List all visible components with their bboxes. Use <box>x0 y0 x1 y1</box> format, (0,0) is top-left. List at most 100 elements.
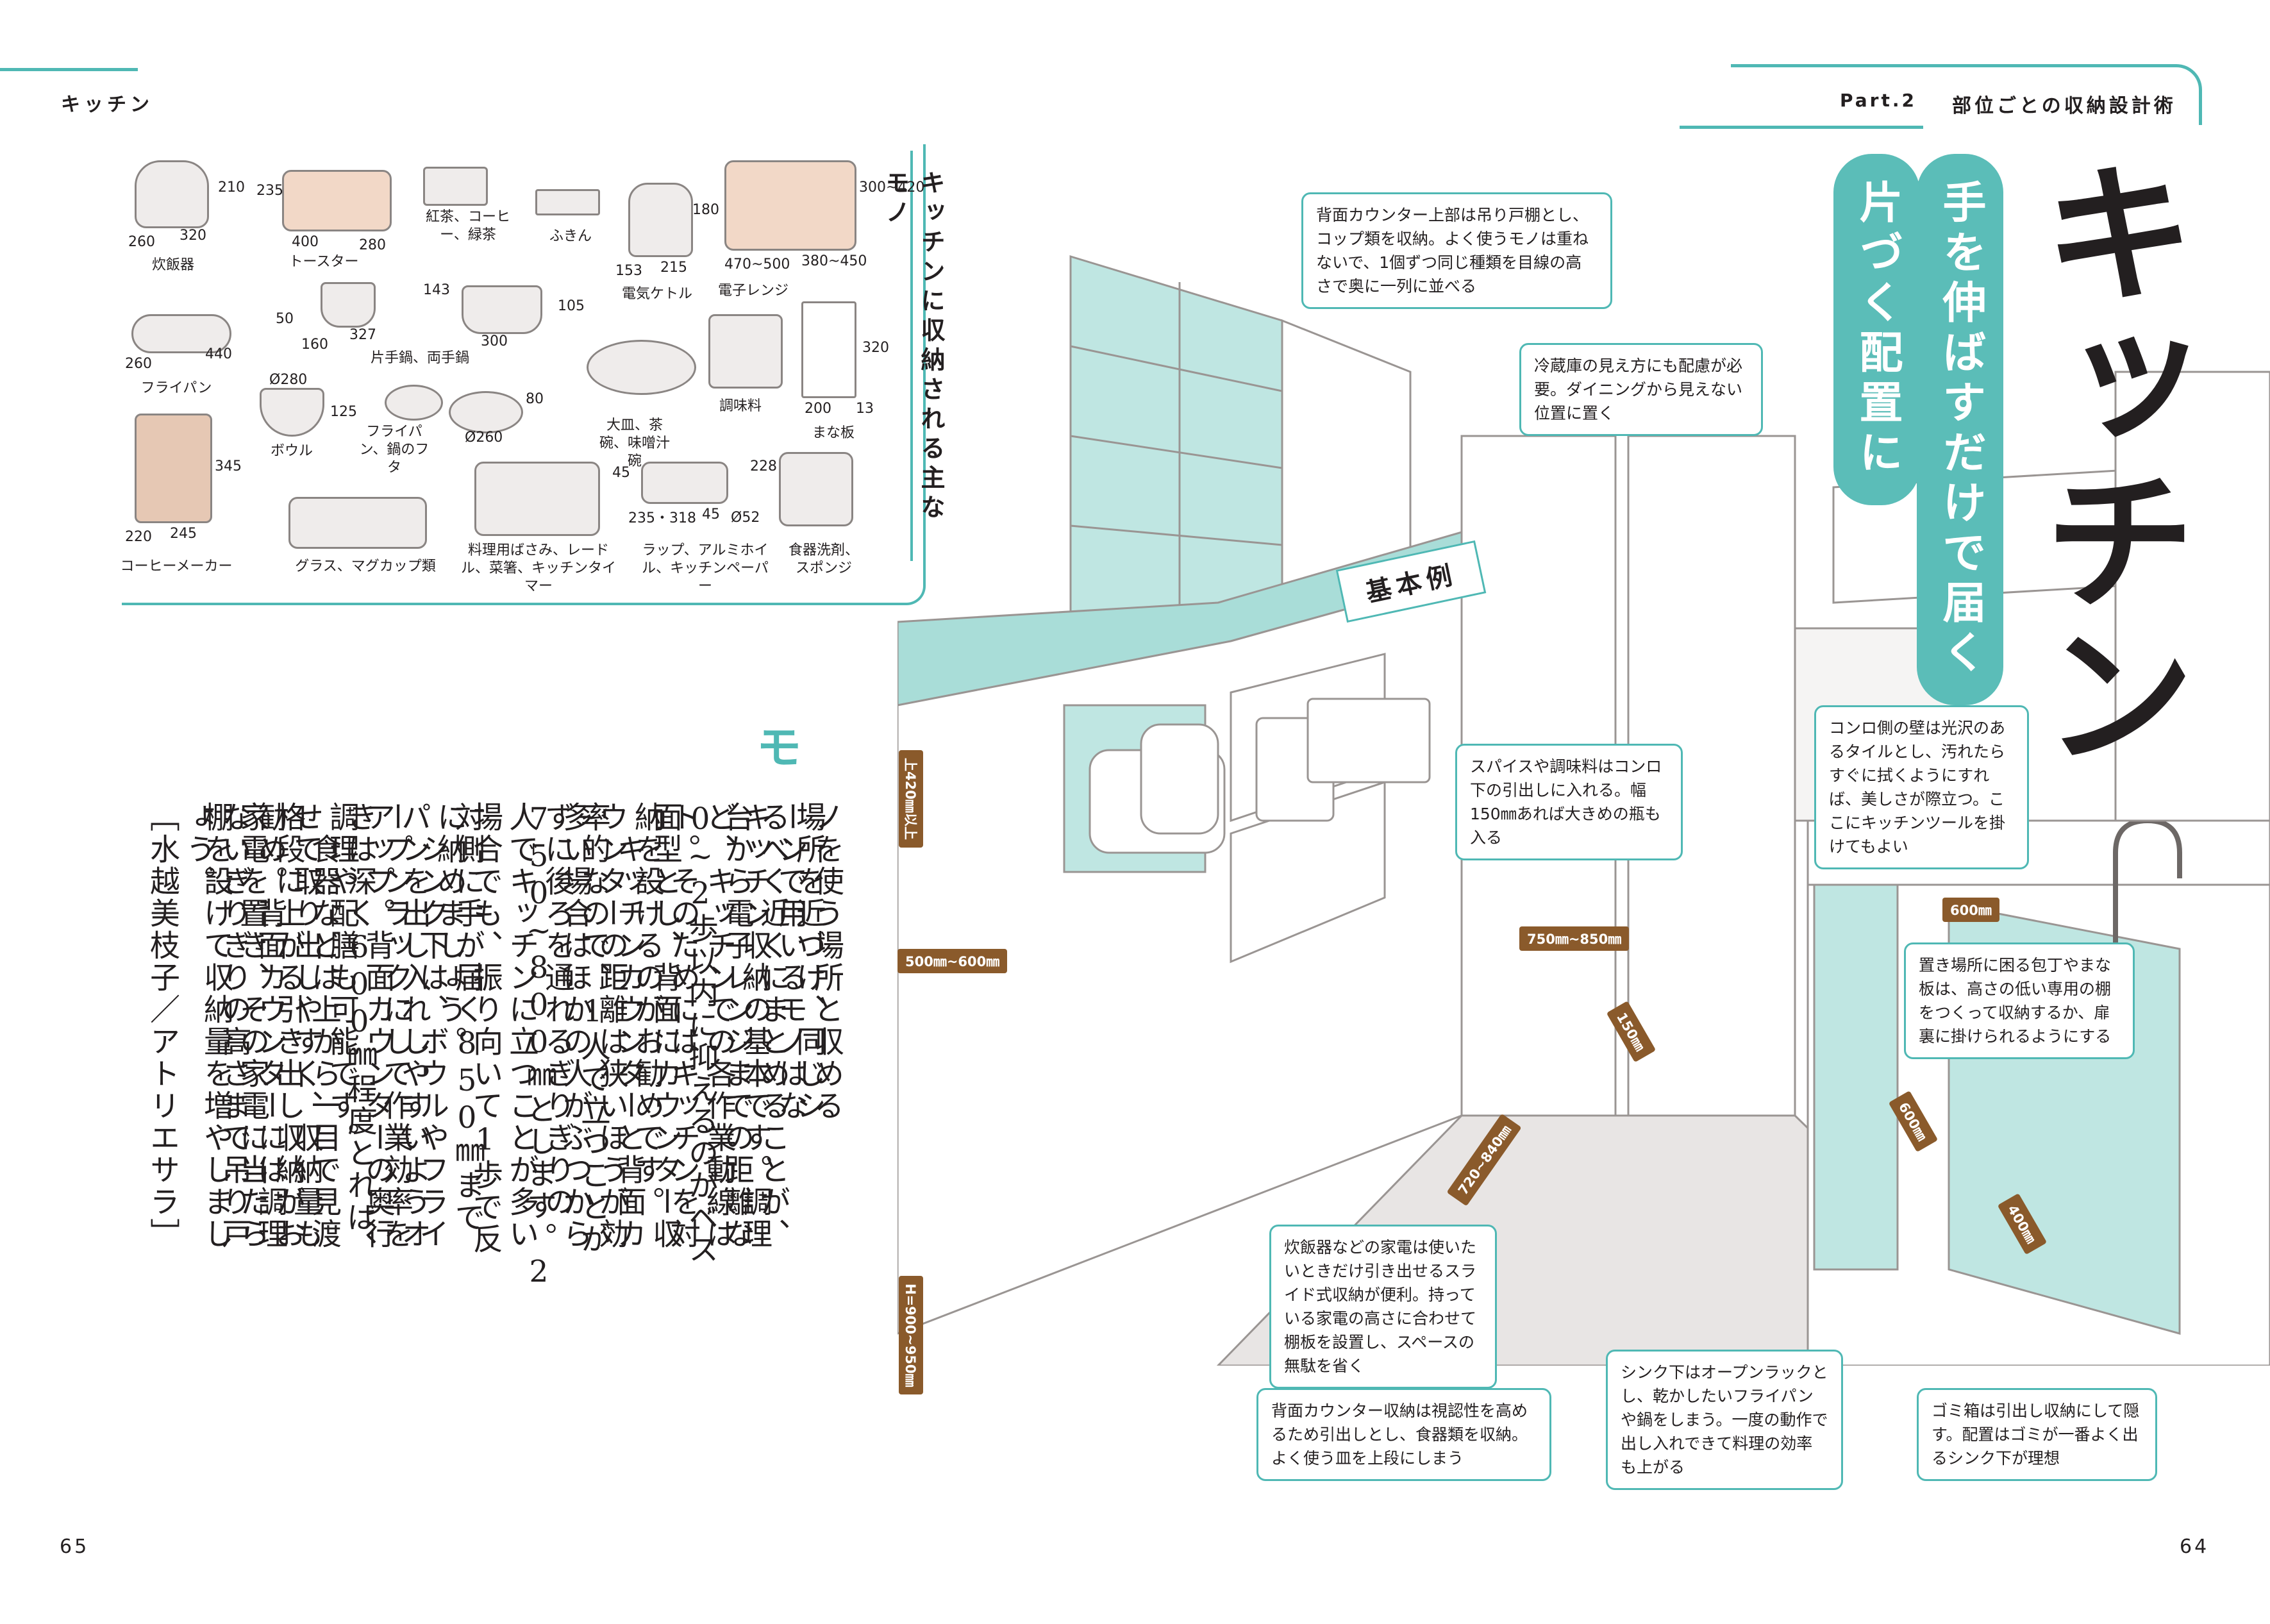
callout-trash-bin: ゴミ箱は引出し収納にして隠す。配置はゴミが一番よく出るシンク下が理想 <box>1917 1388 2157 1481</box>
body-column: 場合でも、振り向いて1歩で反 <box>467 801 503 1255</box>
dimension-label: 327 <box>349 327 376 343</box>
header-rule-left <box>0 68 138 71</box>
callout-sink-rack: シンク下はオープンラックとし、乾かしたいフライパンや鍋をしまう。一度の動作で出し… <box>1606 1350 1843 1490</box>
dimension-label: 260 <box>128 234 155 250</box>
sidebar-title: キッチンに収納される主なモノ <box>881 170 945 524</box>
dimension-label: 300 <box>481 333 508 349</box>
part-label: Part.2 <box>1840 90 1917 111</box>
dimension-label: 320 <box>179 228 206 244</box>
item-label: 炊飯器 <box>151 257 194 273</box>
dimension-label: 470~500 <box>724 256 790 272</box>
wrap-roll-icon <box>641 462 728 504</box>
body-column: ノを使う場所と収める <box>808 801 844 1122</box>
dimension-label: 80 <box>526 391 544 407</box>
dimension-label: 320 <box>862 340 889 356</box>
callout-slide-shelf: 炊飯器などの家電は使いたいときだけ引き出せるスライド式収納が便利。持っている家電… <box>1269 1225 1497 1389</box>
item-label: グラス、マグカップ類 <box>295 558 436 574</box>
coffee-maker-icon <box>135 414 212 523</box>
part-title: 部位ごとの収納設計術 <box>1952 95 2176 117</box>
page-number-right: 64 <box>2180 1536 2210 1558</box>
rice-cooker-icon <box>135 160 209 228</box>
section-label: キッチン <box>61 94 153 116</box>
dimension-label: 260 <box>125 356 152 372</box>
pot-icon <box>462 285 542 334</box>
kettle-icon <box>628 183 693 257</box>
dimension-label: 400 <box>292 234 319 250</box>
item-label: 食器洗剤、スポンジ <box>788 542 859 576</box>
dimension-label: 220 <box>125 529 152 545</box>
body-text: ノを使う場所と収める場所を近づけ、同じシーンで用いるモノはなるべく近くにまとめる… <box>112 801 849 1411</box>
dimension-label: 245 <box>170 526 197 542</box>
item-label: トースター <box>288 254 359 270</box>
measurement-tag: H=900~950㎜ <box>899 1276 923 1395</box>
callout-upper-cabinet: 背面カウンター上部は吊り戸棚とし、コップ類を収納。よく使うモノは重ねないで、1個… <box>1301 192 1612 309</box>
measurement-tag: 750㎜~850㎜ <box>1519 926 1630 951</box>
subtitle-line2: 片づく配置に <box>1833 154 1920 505</box>
dimension-label: 45 <box>702 506 720 523</box>
body-heading: モ <box>756 721 801 774</box>
item-label: 料理用ばさみ、レードル、菜箸、キッチンタイマー <box>460 542 616 594</box>
dishes-icon <box>587 340 696 395</box>
item-label: 紅茶、コーヒー、緑茶 <box>425 209 510 243</box>
body-column: ［水越美枝子／アトリエサラ］ <box>144 801 179 1250</box>
frying-pan-icon <box>131 314 231 353</box>
kitchen-tools-icon <box>474 462 600 536</box>
dimension-label: 50 <box>276 311 294 327</box>
towel-icon <box>535 189 600 215</box>
pot-lid-icon <box>449 391 523 433</box>
microwave-icon <box>724 160 856 251</box>
item-label: 大皿、茶碗、味噌汁碗 <box>599 417 670 469</box>
item-label: フライパン、鍋のフタ <box>359 424 430 476</box>
dimension-label: 215 <box>660 260 687 276</box>
item-label: まな板 <box>812 425 855 441</box>
saucepan-icon <box>321 282 376 328</box>
dimension-label: 210 <box>218 180 245 196</box>
dimension-label: 440 <box>205 346 232 362</box>
sidebar-accent <box>910 151 913 561</box>
subtitle-line1: 手を伸ばすだけで届く <box>1917 154 2003 705</box>
dimension-label: 235 <box>256 183 283 199</box>
part-header <box>1731 64 2202 125</box>
seasoning-bottles-icon <box>708 314 783 389</box>
dimension-label: 300~420 <box>859 180 925 196</box>
item-label: コーヒーメーカー <box>120 558 233 574</box>
callout-tile-wall: コンロ側の壁は光沢のあるタイルとし、汚れたらすぐに拭くようにすれば、美しさが際立… <box>1814 705 2029 869</box>
item-label: 調味料 <box>719 398 762 414</box>
glassware-icon <box>288 497 427 549</box>
dimension-label: 280 <box>359 237 386 253</box>
callout-knife-storage: 置き場所に困る包丁やまな板は、高さの低い専用の棚をつくって収納するか、扉裏に掛け… <box>1904 942 2135 1059</box>
dimension-label: 200 <box>805 401 831 417</box>
item-label: ふきん <box>549 228 592 244</box>
dimension-label: 180 <box>692 202 719 218</box>
item-label: ラップ、アルミホイル、キッチンペーパー <box>642 542 769 594</box>
dimension-label: 380~450 <box>801 253 867 269</box>
bowl-icon <box>260 388 324 437</box>
detergent-icon <box>779 452 853 526</box>
dimension-label: 153 <box>615 263 642 279</box>
page-number-left: 65 <box>60 1536 90 1558</box>
dimension-label: 143 <box>423 282 450 298</box>
toaster-icon <box>282 170 392 231</box>
item-label: ボウル <box>270 443 313 459</box>
dimension-label: Ø52 <box>731 510 760 526</box>
dimension-label: Ø280 <box>269 372 308 388</box>
measurement-tag: 500㎜~600㎜ <box>897 949 1008 973</box>
measurement-tag: 600㎜ <box>1942 898 1999 922</box>
callout-spice-drawer: スパイスや調味料はコンロ下の引出しに入れる。幅150㎜あれば大きめの瓶も入る <box>1455 744 1683 860</box>
item-label: 片手鍋、両手鍋 <box>370 350 469 366</box>
measurement-tag: 上420㎜以上 <box>899 750 923 848</box>
dimension-label: 45 <box>612 465 630 481</box>
item-label: 電気ケトル <box>621 286 692 302</box>
items-panel <box>122 144 926 605</box>
page-title: キッチン <box>2016 154 2196 769</box>
item-label: 電子レンジ <box>717 283 789 299</box>
dimension-label: 235・318 <box>628 510 696 526</box>
callout-refrigerator: 冷蔵庫の見え方にも配慮が必要。ダイニングから見えない位置に置く <box>1519 343 1763 436</box>
callout-back-counter: 背面カウンター収納は視認性を高めるため引出しとし、食器類を収納。よく使う皿を上段… <box>1256 1388 1551 1481</box>
dimension-label: Ø260 <box>465 430 503 446</box>
dimension-label: 345 <box>215 458 242 474</box>
dimension-label: 125 <box>330 404 357 420</box>
dimension-label: 160 <box>301 337 328 353</box>
cutting-board-icon <box>801 301 856 398</box>
header-rule-right <box>1680 126 1923 129</box>
